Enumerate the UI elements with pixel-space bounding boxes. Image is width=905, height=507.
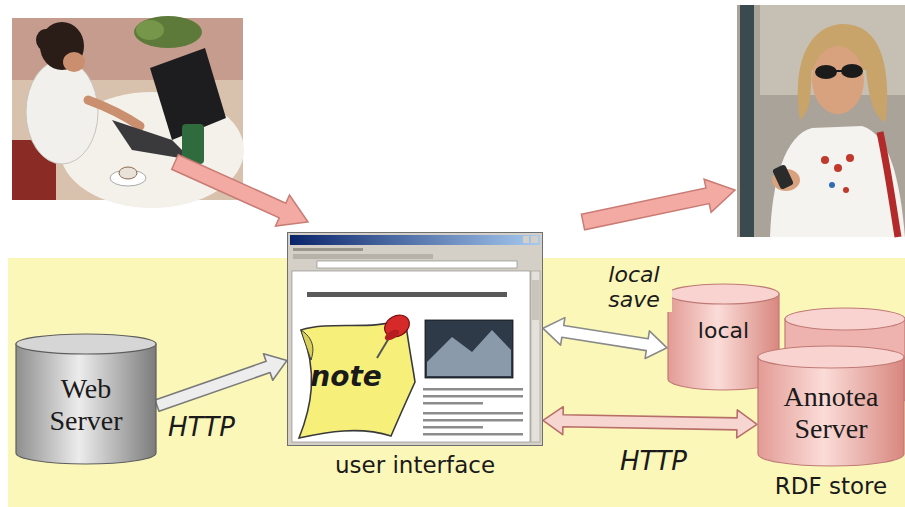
database-cylinder: Annotea ServerRDF store xyxy=(757,345,905,467)
node-caption: RDF store xyxy=(775,473,887,499)
note-paper xyxy=(377,338,389,358)
yellow-band xyxy=(8,258,905,507)
phone-photo xyxy=(770,126,905,237)
node-text-area: Web Server xyxy=(15,333,157,465)
browser-screenshot xyxy=(423,402,483,405)
phone-photo xyxy=(737,5,905,237)
edge-label: local save xyxy=(596,262,672,312)
browser-screenshot xyxy=(423,388,523,391)
browser-screenshot xyxy=(293,248,363,251)
phone-photo xyxy=(846,154,854,162)
database-cylinder xyxy=(785,308,905,330)
connector-arrow xyxy=(543,407,757,438)
browser-window: user interfacenote xyxy=(287,232,543,446)
phone-photo xyxy=(880,132,898,237)
connector-arrow xyxy=(155,354,287,412)
phone-photo xyxy=(835,70,843,72)
phone-photo xyxy=(798,24,888,122)
sticky-note: note xyxy=(293,308,421,440)
browser-screenshot xyxy=(532,280,539,320)
browser-screenshot xyxy=(531,271,540,442)
node-label: local xyxy=(698,318,749,343)
cylinder-outline xyxy=(758,346,904,368)
node-text-area: note xyxy=(293,308,421,440)
browser-screenshot xyxy=(307,292,507,297)
browser-screenshot xyxy=(423,419,523,422)
edge-label: HTTP xyxy=(618,446,689,476)
phone-photo xyxy=(772,164,794,190)
phone-photo xyxy=(829,182,835,188)
cylinder-outline xyxy=(16,344,156,464)
laptop-photo xyxy=(134,16,202,48)
browser-screenshot xyxy=(423,412,523,415)
phone-photo xyxy=(843,187,849,193)
phone-photo xyxy=(740,5,754,237)
node-label: note xyxy=(310,360,382,393)
phone-photo xyxy=(821,156,829,164)
note-paper xyxy=(301,330,313,360)
edge-label: HTTP xyxy=(166,412,237,442)
phone-photo xyxy=(737,5,905,237)
phone-photo xyxy=(812,46,864,114)
phone-photo xyxy=(834,164,842,172)
browser-screenshot xyxy=(523,236,529,243)
browser-screenshot xyxy=(292,271,530,442)
browser-screenshot xyxy=(317,261,517,268)
node-label: Annotea Server xyxy=(767,381,895,445)
laptop-photo xyxy=(36,29,56,51)
laptop-photo xyxy=(63,52,85,72)
browser-screenshot xyxy=(531,236,538,243)
node-caption: user interface xyxy=(335,452,495,478)
browser-screenshot xyxy=(288,233,543,446)
node-label: Web Server xyxy=(27,373,145,437)
arrow-decoration xyxy=(172,155,735,230)
browser-screenshot xyxy=(423,433,523,436)
browser-screenshot xyxy=(427,330,511,376)
browser-screenshot xyxy=(423,426,483,429)
phone-photo xyxy=(841,64,863,78)
browser-screenshot xyxy=(423,395,523,398)
arrow-decoration xyxy=(581,179,735,230)
laptop-photo xyxy=(136,20,164,40)
phone-photo xyxy=(815,65,837,79)
laptop-photo xyxy=(26,60,98,164)
laptop-photo xyxy=(119,167,137,179)
node-text-area: Annotea Server xyxy=(757,345,905,467)
database-cylinder: Web Server xyxy=(15,333,157,465)
browser-screenshot xyxy=(290,235,540,245)
cylinder-outline xyxy=(16,334,156,354)
arrow-decoration xyxy=(172,155,308,226)
laptop-photo xyxy=(112,120,192,160)
note-paper xyxy=(383,328,401,343)
browser-screenshot xyxy=(425,320,513,378)
browser-screenshot xyxy=(293,254,433,259)
cylinder-outline xyxy=(668,284,779,304)
cylinder-outline xyxy=(758,357,904,466)
connector-arrow xyxy=(543,318,667,359)
